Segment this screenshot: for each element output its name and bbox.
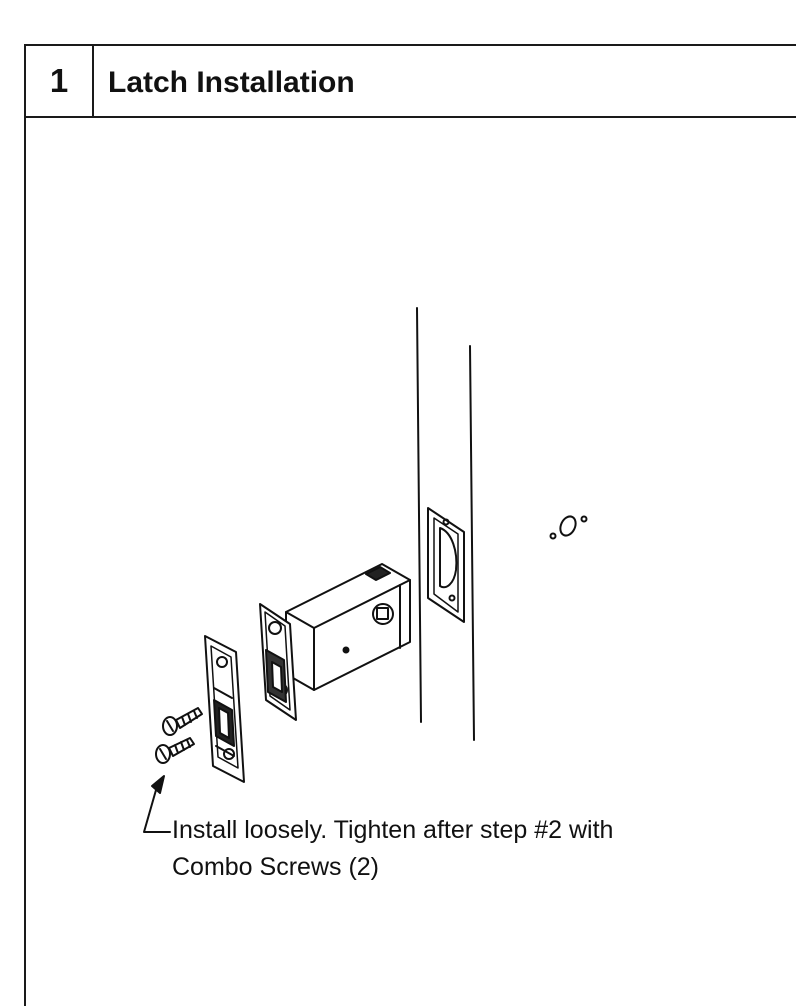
latch-bolt	[285, 563, 411, 691]
instruction-panel: 1 Latch Installation	[24, 44, 796, 1006]
installation-note: Install loosely. Tighten after step #2 w…	[172, 812, 613, 886]
strike-mark	[549, 515, 588, 540]
strike-plate	[204, 635, 245, 783]
latch-faceplate	[259, 603, 297, 721]
step-number: 1	[26, 46, 94, 116]
door-edge	[416, 307, 475, 741]
callout-arrow	[143, 775, 171, 833]
step-header: 1 Latch Installation	[26, 46, 796, 118]
step-title: Latch Installation	[108, 66, 355, 99]
note-line-2: Combo Screws (2)	[172, 853, 379, 881]
door-mortise-plate	[427, 507, 465, 623]
note-line-1: Install loosely. Tighten after step #2 w…	[172, 816, 614, 844]
screw-upper	[162, 707, 203, 736]
screw-lower	[155, 737, 195, 764]
